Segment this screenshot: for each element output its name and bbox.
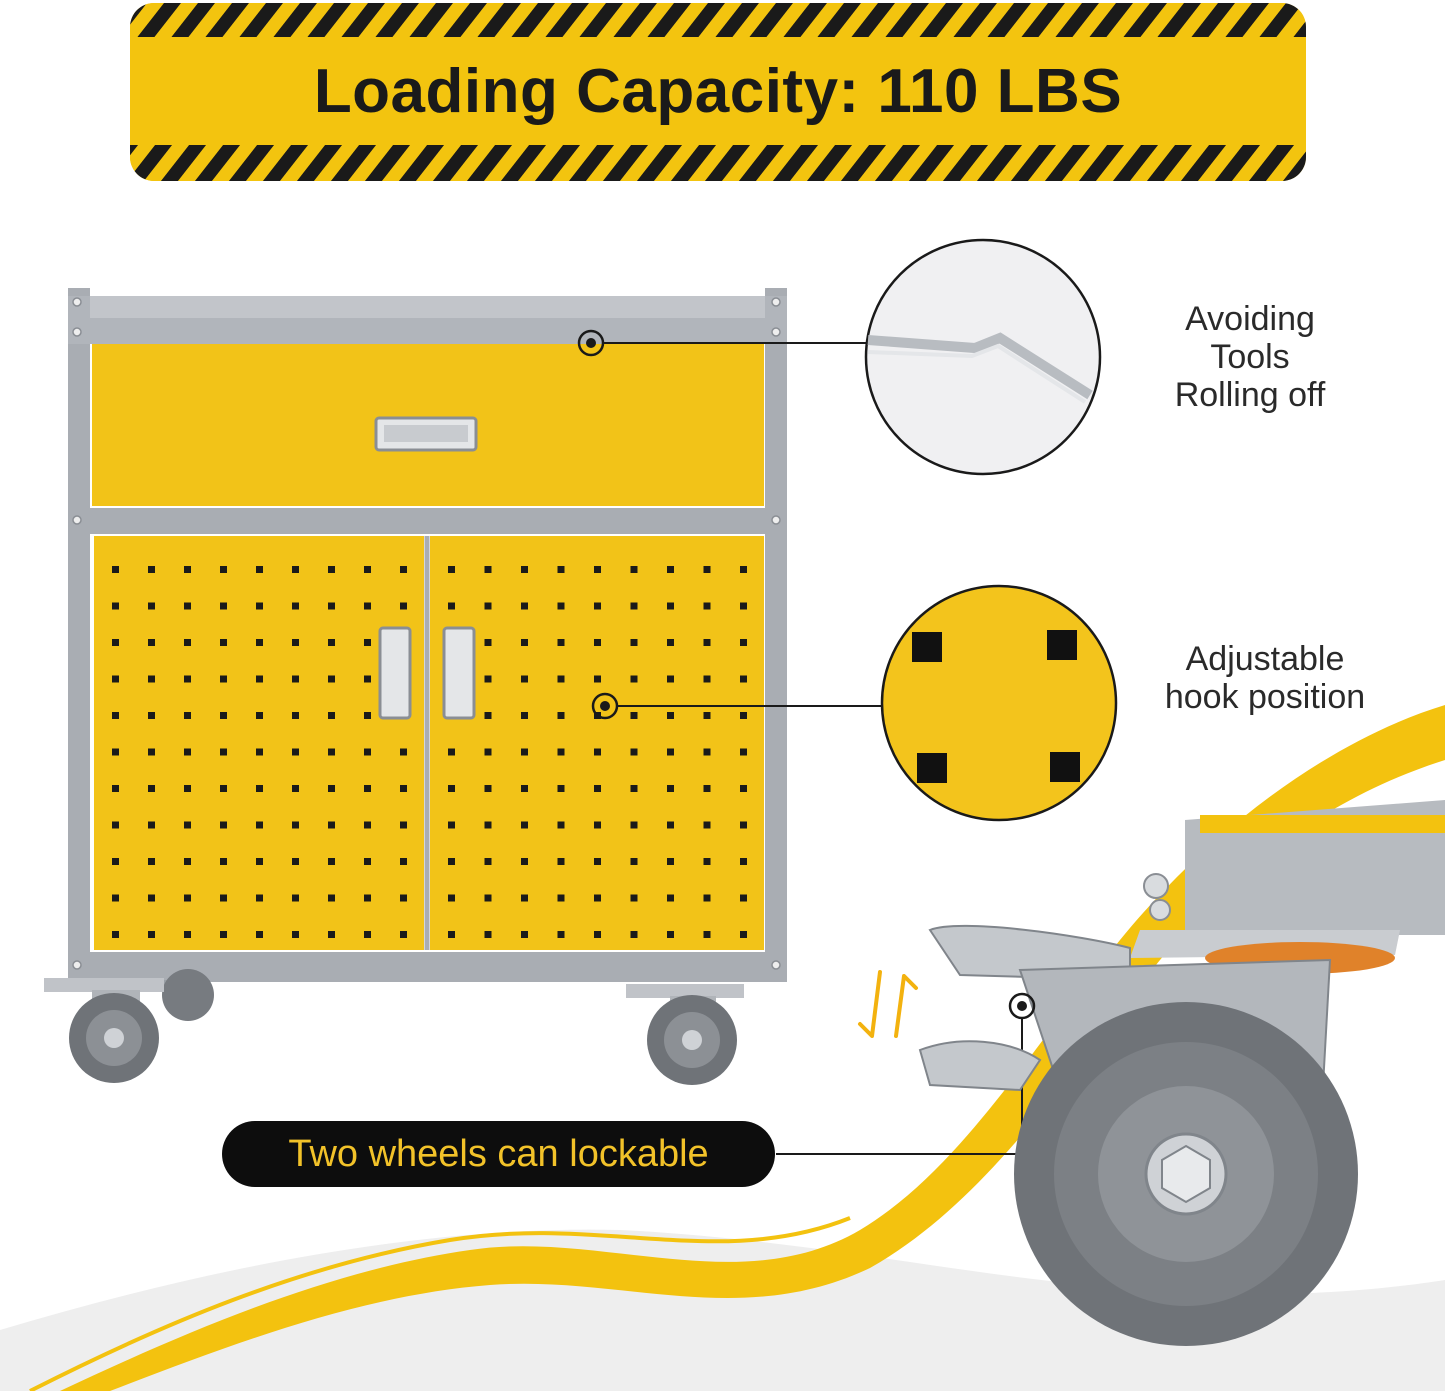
- callout-line: Avoiding: [1185, 300, 1315, 338]
- yellow-swoosh-thin: [29, 1216, 851, 1391]
- pegboard-holes: [112, 566, 747, 938]
- right-door-handle: [442, 626, 476, 720]
- caster-closeup: [918, 800, 1445, 1346]
- callout-line: Tools: [1210, 338, 1290, 376]
- frame-middle: [68, 508, 787, 534]
- top-lip: [90, 296, 765, 318]
- capacity-banner: Loading Capacity: 110 LBS: [130, 3, 1306, 181]
- callout-adjustable-hook: Adjustable hook position: [1150, 640, 1380, 716]
- callout-line: Rolling off: [1174, 376, 1326, 414]
- left-door-handle: [378, 626, 412, 720]
- callout-line: hook position: [1164, 678, 1366, 716]
- banner-background: [130, 3, 1306, 181]
- callout-line: Adjustable: [1185, 640, 1345, 678]
- tool-cabinet: [44, 288, 787, 1085]
- wheel-lock-label: Two wheels can lockable: [222, 1121, 775, 1187]
- frame-left: [68, 288, 90, 980]
- yellow-swoosh: [60, 705, 1445, 1391]
- caster-right-front: [626, 984, 744, 1085]
- caster-left-back: [160, 969, 214, 1021]
- up-down-arrows-icon: [858, 970, 918, 1038]
- caster-left-front: [44, 978, 164, 1083]
- banner-title: Loading Capacity: 110 LBS: [313, 57, 1123, 126]
- callout-avoiding-rolling: Avoiding Tools Rolling off: [1150, 300, 1350, 414]
- zoom-circle-pegboard: [880, 584, 1118, 822]
- floor-shadow: [0, 1229, 1445, 1391]
- wheel-lock-text: Two wheels can lockable: [288, 1133, 709, 1175]
- frame-right: [765, 288, 787, 980]
- zoom-circle-lip: [864, 238, 1102, 476]
